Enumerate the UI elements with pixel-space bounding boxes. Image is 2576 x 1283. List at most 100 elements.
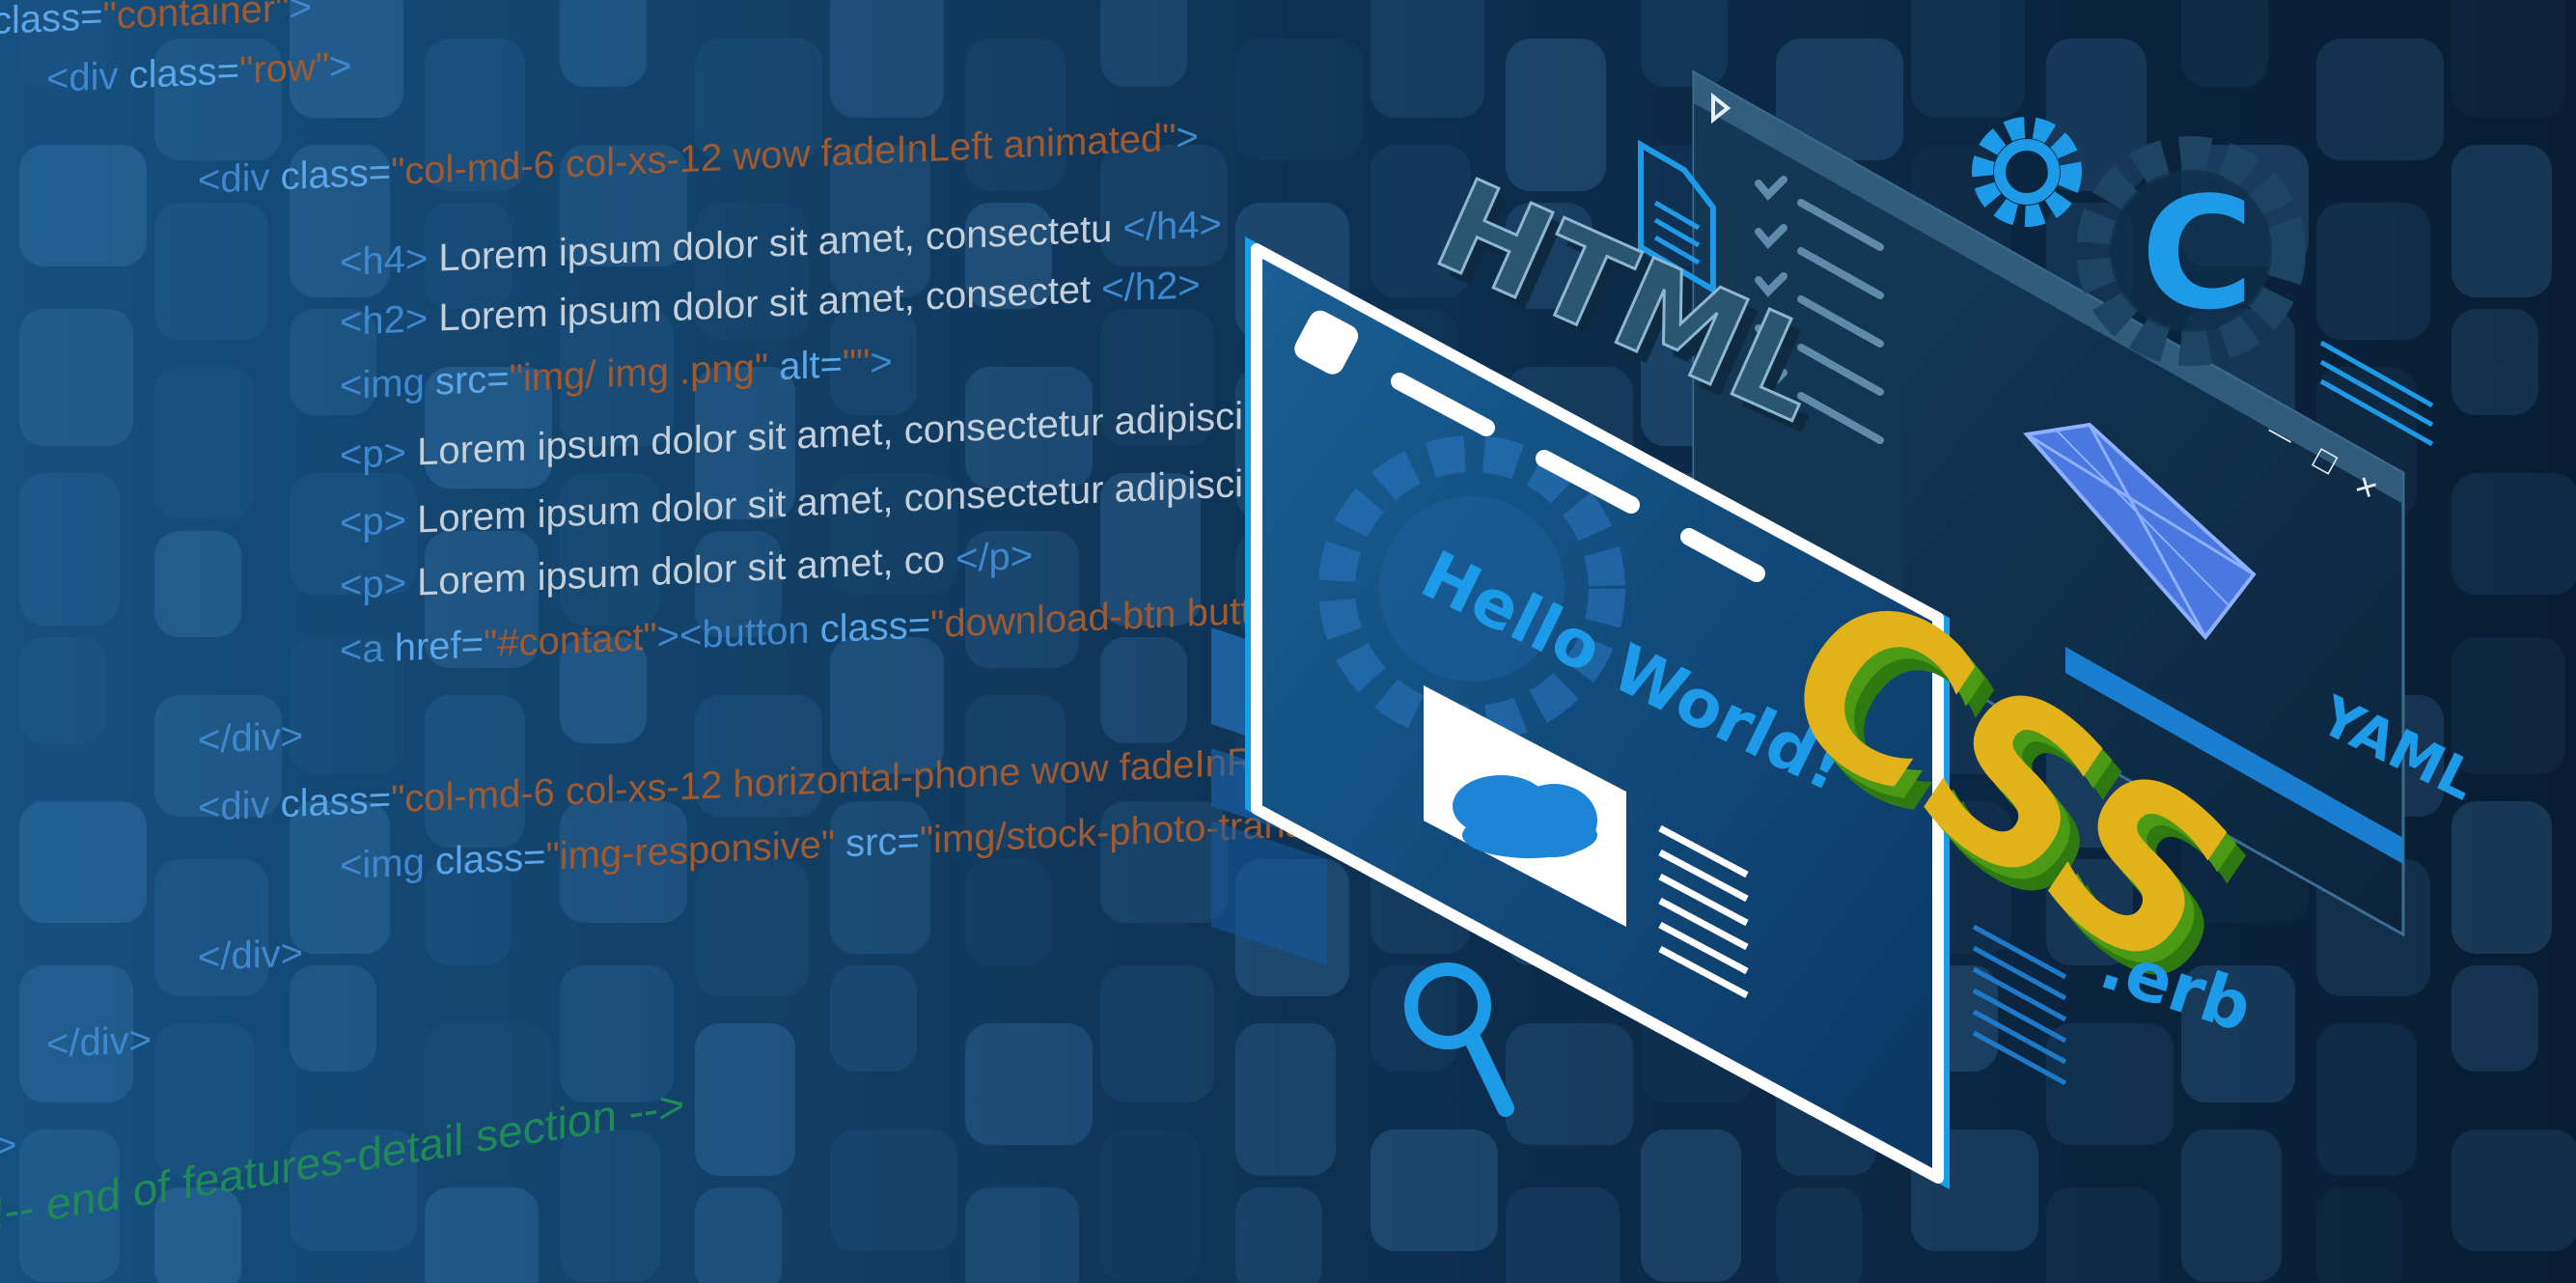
text-block-lines [1658,824,1749,999]
background-tile [2046,1187,2160,1283]
background-tile [19,637,106,743]
background-tile [695,203,809,340]
background-tile [19,801,147,923]
background-tile [290,473,417,595]
background-tile [830,0,944,118]
screen-nav-bars [1391,373,1765,582]
background-tile [154,39,282,160]
background-tile [154,859,268,996]
background-tile [2451,1130,2576,1251]
background-tile [2316,1187,2403,1283]
background-tile [2181,0,2268,87]
background-tile [965,1187,1079,1283]
document-icon [1638,139,1716,295]
background-tile [154,1187,241,1283]
background-tile [2316,1023,2417,1176]
background-tile [2046,859,2133,965]
background-tile [1100,473,1201,626]
background-tile [695,531,782,637]
background-tile [19,145,147,266]
background-tile [19,1130,120,1282]
background-tile [830,1130,957,1251]
background-tile [560,145,687,266]
background-tile [965,859,1052,965]
background-tile [290,801,390,954]
background-tile [1776,1187,1863,1283]
background-tile [830,637,944,774]
deco-lines-right [2319,340,2434,447]
background-tile [290,145,390,297]
background-tile [695,695,822,817]
background-tile [830,145,930,297]
background-tile [2181,965,2295,1102]
gem-icon [2023,422,2257,641]
background-tile [1911,0,2025,118]
background-tile [830,309,917,415]
background-tile [1506,1023,1633,1145]
background-tile [695,367,795,519]
background-tile [425,1187,539,1283]
background-tile [154,1023,255,1176]
gear-icon [1972,117,2082,227]
background-tile [560,309,674,446]
deco-lines-bottom [1972,924,2067,1086]
background-tile [2181,1130,2282,1282]
background-tile [695,39,822,160]
background-tile [2451,0,2565,118]
cloud-icon [1453,775,1597,858]
background-tile [830,965,917,1072]
background-tile [1235,39,1363,160]
background-tile [1641,1130,1741,1282]
main-screen: Hello World! [1245,237,1950,1189]
background-tile [290,965,376,1072]
background-tile [1100,309,1214,446]
background-tile [965,203,1052,309]
background-tile [560,473,660,626]
gear-c-icon: C [2076,136,2306,366]
background-tile [425,1023,552,1145]
background-tile [290,1130,417,1251]
background-tile [154,203,268,340]
background-tile [290,637,403,774]
background-tile [1641,0,1728,87]
background-tile [2046,1023,2174,1145]
background-tile [2316,203,2430,340]
screen-logo-box [1294,310,1359,375]
background-tile [965,531,1079,668]
background-tile [1100,0,1187,87]
background-tile [154,695,282,817]
background-tile [1371,0,1484,118]
checklist [1755,176,1884,444]
background-tile [2451,309,2538,415]
background-tile [560,0,647,87]
background-tile [290,0,403,118]
background-tile [2451,801,2552,954]
background-tile [19,965,133,1102]
background-tile [1100,965,1214,1102]
play-icon [1711,92,1731,125]
background-tile [965,39,1066,191]
background-tile [19,0,106,87]
background-tile [425,367,552,488]
background-tile [830,473,957,595]
background-tile [2451,965,2538,1072]
background-tile [425,203,512,309]
background-tile [695,1023,795,1176]
background-tile [1100,145,1228,266]
background-tile [425,859,512,965]
background-tile [965,695,1066,848]
background-tile [425,531,539,668]
background-tile [154,531,241,637]
background-tile [2451,145,2552,297]
background-tile [1506,39,1606,191]
magnifier-icon[interactable] [1404,962,1514,1117]
background-tile [560,801,687,923]
background-tile [1100,637,1187,743]
background-tile [1100,801,1228,923]
background-tile [1506,203,1593,309]
background-tile [19,473,120,626]
back-code-window: — ☐ ✕ [1692,70,2485,937]
background-tile [965,1023,1093,1145]
